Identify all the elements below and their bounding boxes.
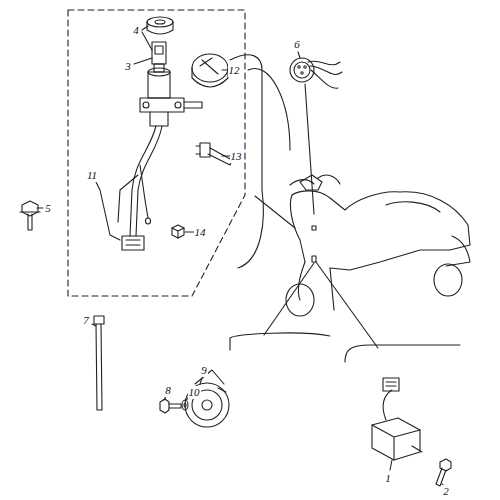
fuel-cap [192, 54, 228, 87]
leader-line [298, 52, 300, 58]
regulator [372, 378, 422, 460]
link-line [305, 84, 314, 214]
callout-number: 8 [164, 384, 172, 397]
nut [172, 225, 184, 238]
callout-number: 9 [200, 364, 208, 377]
region-frame [230, 55, 263, 268]
leader-line [390, 460, 392, 470]
group-outline [68, 10, 245, 296]
region-frame [345, 345, 460, 362]
cable-tie [94, 316, 104, 410]
leader-line [134, 58, 152, 64]
relay [290, 58, 342, 88]
screw [436, 459, 451, 486]
leader-line [200, 378, 202, 384]
callout-number: 4 [132, 24, 140, 37]
callout-number: 11 [86, 169, 98, 182]
lock-cover [147, 17, 173, 34]
link-line [255, 196, 295, 228]
callout-number: 13 [230, 150, 243, 163]
callout-number: 2 [442, 485, 450, 498]
callout-number: 10 [188, 386, 201, 399]
callout-number: 5 [44, 202, 52, 215]
leader-line [96, 182, 120, 240]
callout-number: 12 [228, 64, 241, 77]
horn-bolt [160, 399, 181, 413]
leader-line [37, 207, 43, 208]
link-line [316, 262, 378, 348]
callout-number: 7 [82, 314, 90, 327]
leader-line [164, 396, 166, 400]
leader-line [142, 26, 152, 50]
region-frame [230, 333, 330, 350]
scooter-outline [286, 175, 470, 316]
seat-lock [196, 143, 232, 165]
leader-line [92, 324, 96, 326]
callout-number: 1 [384, 472, 392, 485]
ignition-switch [118, 42, 202, 250]
callout-number: 6 [293, 38, 301, 51]
flange-bolt [20, 201, 40, 230]
region-frame [248, 68, 290, 150]
callout-number: 14 [194, 226, 207, 239]
link-line [264, 263, 314, 335]
callout-number: 3 [124, 60, 132, 73]
horn [185, 370, 229, 427]
